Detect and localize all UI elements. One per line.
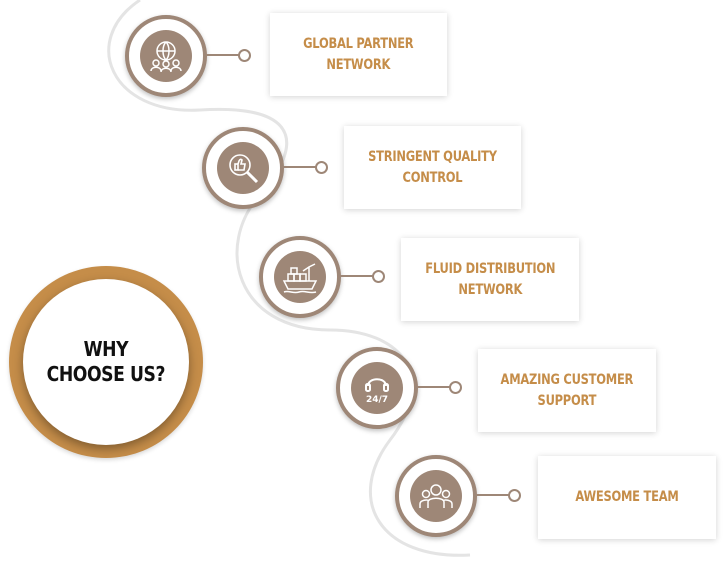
- hub-title-line1: WHY: [83, 337, 129, 361]
- card-title-line1: AWESOME TEAM: [575, 489, 679, 505]
- card-title-line2: NETWORK: [326, 56, 391, 73]
- card-global-partner-network: GLOBAL PARTNER NETWORK: [270, 13, 447, 96]
- card-title-line1: AMAZING CUSTOMER: [500, 371, 634, 388]
- node-global-partner-network: [125, 15, 207, 97]
- card-title-line1: STRINGENT QUALITY: [368, 148, 497, 165]
- card-title-line2: SUPPORT: [537, 392, 597, 409]
- why-choose-us-hub: WHY CHOOSE US?: [9, 266, 203, 458]
- connector-dot: [238, 49, 251, 62]
- card-title-line2: NETWORK: [458, 281, 522, 298]
- quality-inspection-icon: [217, 142, 269, 194]
- card-title-line1: GLOBAL PARTNER: [303, 35, 414, 52]
- card-stringent-quality-control: STRINGENT QUALITY CONTROL: [344, 126, 521, 209]
- card-fluid-distribution-network: FLUID DISTRIBUTION NETWORK: [401, 238, 579, 321]
- card-title-line1: FLUID DISTRIBUTION: [425, 260, 555, 277]
- connector-dot: [449, 381, 462, 394]
- card-amazing-customer-support: AMAZING CUSTOMER SUPPORT: [478, 349, 656, 432]
- node-fluid-distribution-network: [259, 236, 341, 318]
- connector-line: [282, 166, 317, 168]
- connector-line: [416, 386, 451, 388]
- hub-inner-circle: WHY CHOOSE US?: [23, 279, 189, 445]
- node-stringent-quality-control: [202, 127, 284, 209]
- team-icon: [410, 470, 462, 522]
- connector-line: [475, 494, 510, 496]
- connector-line: [205, 54, 240, 56]
- connector-line: [339, 275, 374, 277]
- card-awesome-team: AWESOME TEAM: [538, 456, 716, 539]
- svg-text:24/7: 24/7: [366, 395, 388, 405]
- node-amazing-customer-support: 24/7: [336, 347, 418, 429]
- node-awesome-team: [395, 455, 477, 537]
- hub-title-line2: CHOOSE US?: [46, 362, 166, 386]
- connector-dot: [315, 161, 328, 174]
- card-title-line2: CONTROL: [402, 169, 463, 186]
- global-network-icon: [140, 30, 192, 82]
- connector-dot: [372, 270, 385, 283]
- connector-dot: [508, 489, 521, 502]
- cargo-ship-icon: [274, 251, 326, 303]
- headset-24-7-icon: 24/7: [351, 362, 403, 414]
